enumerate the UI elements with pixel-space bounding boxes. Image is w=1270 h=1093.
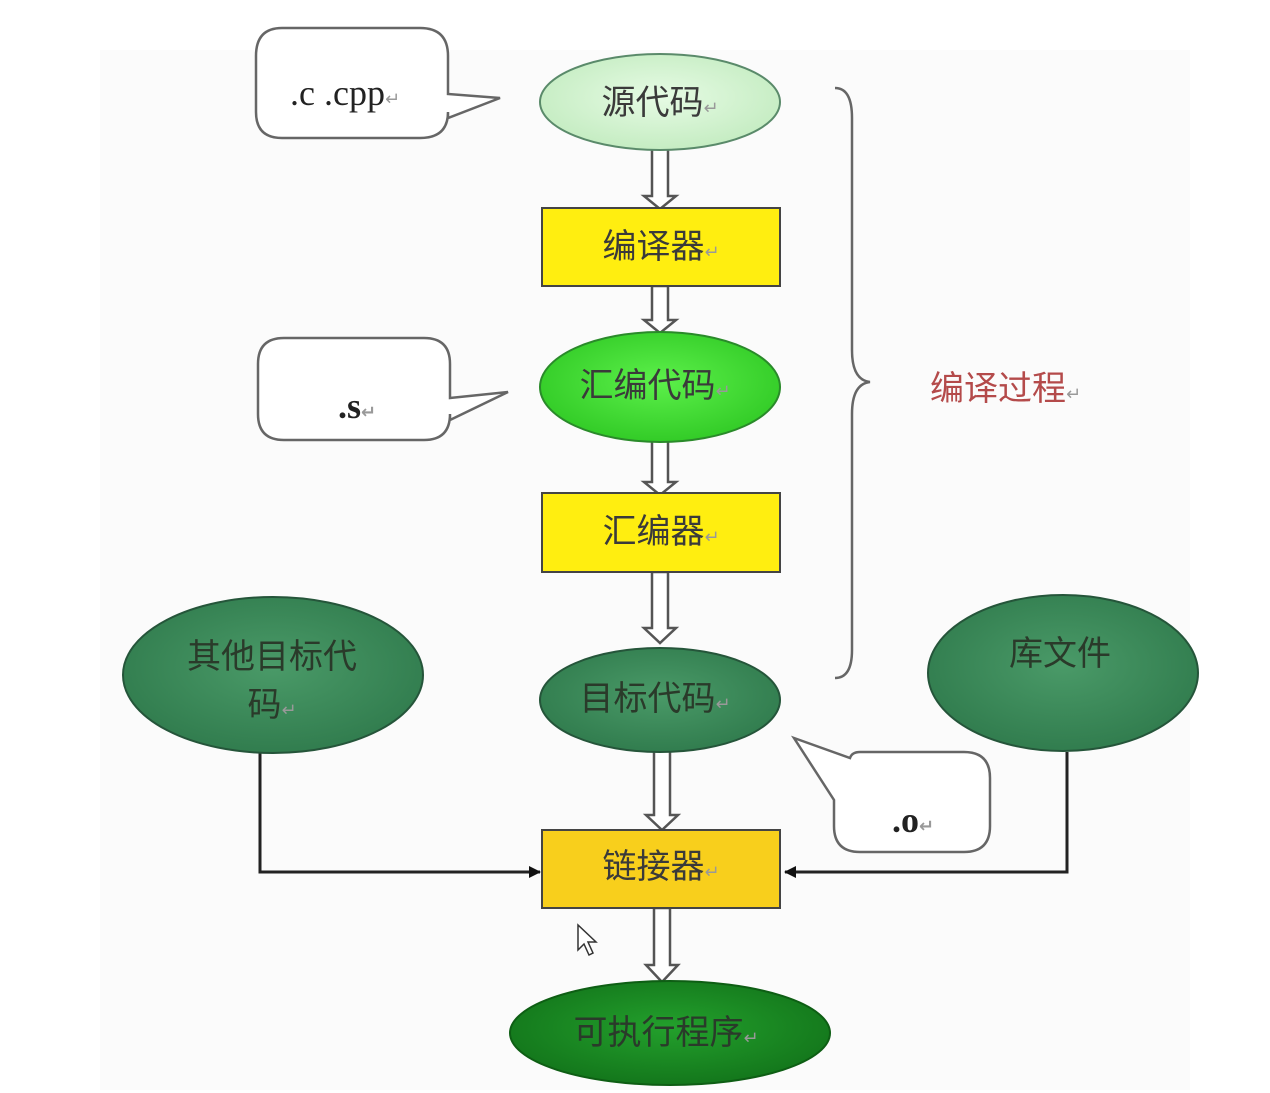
- svg-text:源代码↵: 源代码↵: [601, 83, 718, 123]
- node-compiler: 编译器↵: [541, 207, 781, 287]
- arrow-object-to-linker: [642, 748, 682, 832]
- callout-source-ext: [254, 26, 501, 140]
- arrow-linker-to-executable: [643, 906, 681, 984]
- arrow-assembly-to-assembler: [640, 438, 680, 497]
- callout-source-ext-text: .c .cpp↵: [290, 73, 400, 113]
- svg-text:汇编器↵: 汇编器↵: [602, 512, 719, 552]
- callout-assembly-ext: [256, 336, 509, 442]
- node-other-object-code: 其他目标代 码↵: [122, 596, 424, 754]
- svg-text:编译器↵: 编译器↵: [602, 227, 719, 267]
- flow-arrows: [640, 146, 682, 984]
- arrow-source-to-compiler: [640, 146, 680, 211]
- svg-text:目标代码↵: 目标代码↵: [579, 679, 730, 719]
- node-assembly-code: 汇编代码↵: [539, 331, 781, 443]
- callout-assembly-ext-text: .s↵: [338, 386, 376, 426]
- callout-object-ext: [790, 735, 992, 854]
- node-linker: 链接器↵: [541, 829, 781, 909]
- compile-process-brace: [834, 86, 871, 680]
- compile-process-label: 编译过程↵: [930, 369, 1081, 409]
- svg-text:链接器↵: 链接器↵: [602, 847, 719, 887]
- svg-text:汇编代码↵: 汇编代码↵: [579, 366, 730, 406]
- connector-other-to-linker: [258, 752, 541, 878]
- node-object-code: 目标代码↵: [539, 647, 781, 753]
- svg-text:码↵: 码↵: [247, 685, 296, 725]
- connector-library-to-linker: [784, 752, 1069, 878]
- arrow-assembler-to-object: [640, 570, 680, 645]
- svg-text:可执行程序↵: 可执行程序↵: [573, 1013, 758, 1053]
- arrow-compiler-to-assembly: [640, 284, 680, 335]
- node-source-code: 源代码↵: [539, 53, 781, 151]
- svg-text:库文件: 库文件: [1009, 634, 1111, 674]
- mouse-cursor-icon: [577, 923, 598, 957]
- node-assembler: 汇编器↵: [541, 492, 781, 573]
- callout-object-ext-text: .o↵: [892, 800, 934, 840]
- svg-text:其他目标代: 其他目标代: [187, 637, 357, 677]
- node-library-file: 库文件: [927, 594, 1199, 752]
- node-executable: 可执行程序↵: [509, 980, 831, 1086]
